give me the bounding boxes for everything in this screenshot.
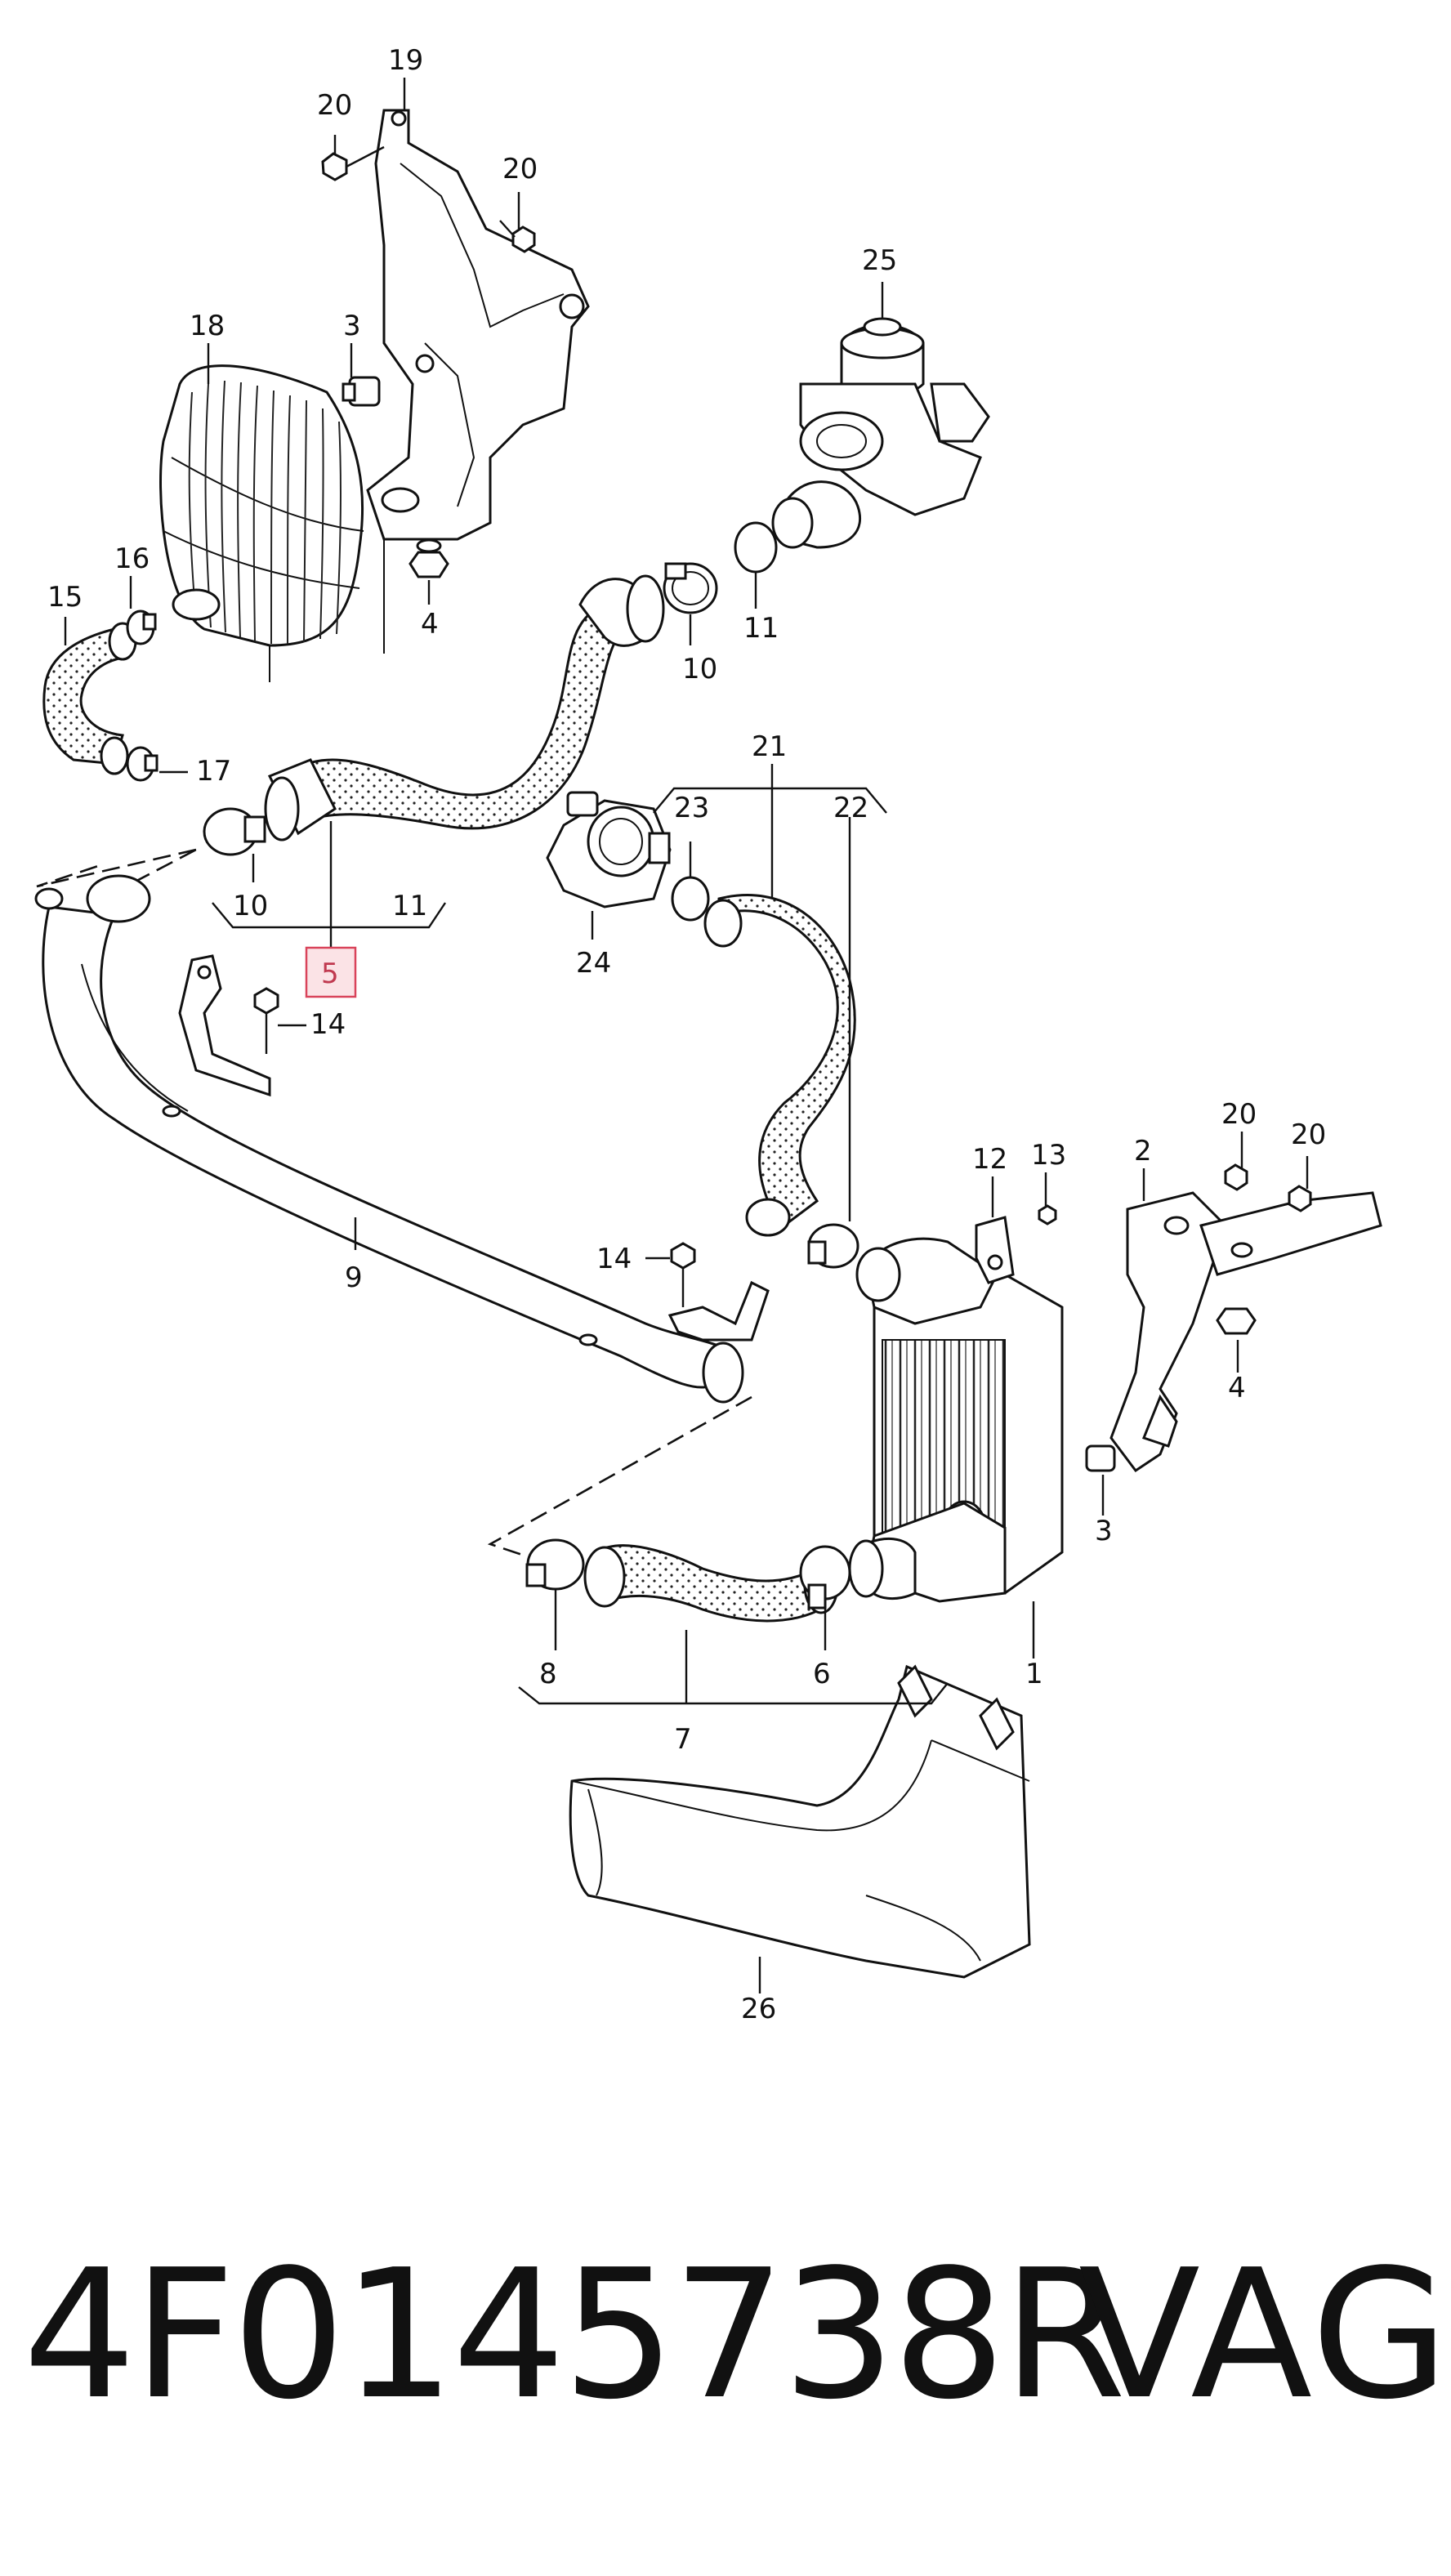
callout-2: 2 (1134, 1135, 1152, 1167)
callout-14: 14 (596, 1243, 632, 1275)
hose-lower (583, 1544, 839, 1623)
clamp-6 (799, 1545, 851, 1609)
turbocharger (771, 317, 990, 549)
bolt-14-lower (670, 1242, 696, 1307)
intercooler (848, 1237, 1064, 1603)
callout-16: 16 (114, 542, 150, 575)
part-number: 4F0145738R (23, 2232, 1126, 2439)
callout-11: 11 (392, 890, 427, 922)
clamp-8 (525, 1538, 585, 1591)
callout-18: 18 (190, 310, 225, 342)
rubber-mount-upper (342, 376, 381, 407)
bolt-20-lower-right (1288, 1185, 1312, 1212)
air-duct (569, 1664, 1031, 1979)
throttle-body (546, 791, 672, 909)
callout-3: 3 (343, 310, 361, 342)
callout-5: 5 (321, 958, 339, 990)
highlighted-callout: 5 (305, 946, 357, 998)
callouts: 19 20 20 18 3 25 16 15 4 10 11 17 21 23 … (47, 44, 1326, 2025)
dashed-connections (36, 848, 752, 1562)
hose-left (42, 622, 137, 775)
callout-4: 4 (421, 608, 439, 641)
clamp-mid-left (203, 807, 266, 856)
bolt-top-right (499, 220, 536, 253)
clamp-top-right (663, 562, 718, 614)
callout-3: 3 (1095, 1515, 1113, 1547)
callout-17: 17 (196, 755, 231, 788)
callout-22: 22 (833, 792, 868, 824)
callout-8: 8 (539, 1658, 557, 1690)
parts-diagram: 19 20 20 18 3 25 16 15 4 10 11 17 21 23 … (34, 44, 1382, 2025)
callout-12: 12 (972, 1143, 1007, 1176)
callout-23: 23 (674, 792, 709, 824)
pipe-bracket-left (178, 954, 271, 1097)
sensor-12 (975, 1216, 1015, 1284)
callout-15: 15 (47, 581, 83, 614)
callout-21: 21 (752, 730, 787, 763)
hose-right (703, 894, 856, 1237)
o-ring-top-right (734, 521, 778, 574)
bolt-top-left (321, 145, 385, 181)
screw-13 (1038, 1204, 1057, 1225)
clamp-22 (807, 1223, 859, 1269)
bracket-far-right (1199, 1191, 1382, 1276)
bracket-upper (366, 109, 590, 541)
pipe-bracket-right (667, 1280, 770, 1342)
callout-10: 10 (682, 653, 717, 685)
callout-1: 1 (1025, 1658, 1043, 1690)
callout-6: 6 (813, 1658, 831, 1690)
clamp-left-bottom (126, 746, 158, 782)
callout-19: 19 (388, 44, 423, 77)
bolt-14-upper (253, 987, 279, 1054)
callout-20: 20 (317, 89, 352, 122)
nut-lower (1216, 1307, 1257, 1335)
callout-11: 11 (743, 612, 779, 645)
resonator (159, 364, 385, 682)
callout-24: 24 (576, 947, 611, 980)
callout-26: 26 (741, 1993, 776, 2025)
callout-9: 9 (345, 1261, 363, 1294)
nut-upper (409, 538, 449, 578)
callout-14: 14 (310, 1008, 346, 1041)
callout-4: 4 (1228, 1372, 1246, 1404)
hose-upper (264, 574, 665, 842)
bolt-20-lower-left (1224, 1163, 1248, 1191)
leader-lines (64, 78, 1309, 1993)
rubber-mount-lower (1085, 1444, 1116, 1472)
callout-7: 7 (674, 1723, 692, 1756)
o-ring-23 (671, 876, 710, 922)
callout-25: 25 (862, 244, 897, 277)
callout-10: 10 (233, 890, 268, 922)
clamp-left-top (126, 609, 157, 645)
brand-name: VAG (1078, 2232, 1451, 2439)
callout-20: 20 (1221, 1098, 1257, 1131)
callout-20: 20 (1291, 1118, 1326, 1151)
callout-13: 13 (1031, 1139, 1066, 1172)
charge-pipe (34, 874, 744, 1404)
callout-20: 20 (502, 153, 538, 185)
